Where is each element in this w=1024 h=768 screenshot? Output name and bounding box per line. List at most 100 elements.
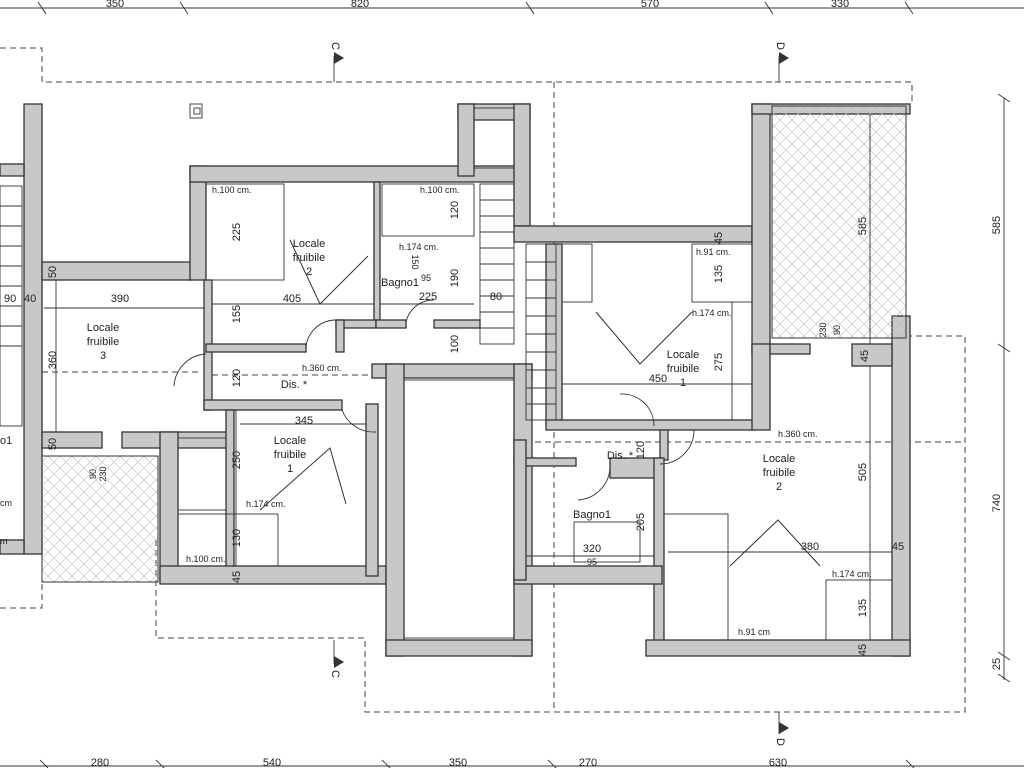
left-edge-fragments: o1 cm m [0,435,12,546]
fixture-150: 150 [410,254,420,269]
dim-230b: 230 [818,322,828,337]
svg-text:2: 2 [306,266,312,278]
dim-50a: 50 [47,266,59,278]
dim-320: 320 [583,543,601,555]
interior-dimension-lines [44,114,892,640]
height-h91-b: h.91 cm [738,627,770,637]
height-h174-c: h.174 cm. [692,308,732,318]
dim-225a: 225 [231,223,243,241]
door-swings [173,299,695,501]
dim-90: 90 [4,293,16,305]
dim-230: 230 [98,466,108,481]
fixture-95-left: 95 [421,273,431,283]
room-locale-fruibile-2-left: Locale fruibile 2 [293,238,325,278]
dim-505: 505 [857,463,869,481]
dim-585v: 585 [857,217,869,235]
height-h174-a: h.174 cm. [399,242,439,252]
height-h360-a: h.360 cm. [302,363,342,373]
height-h360-b: h.360 cm. [778,429,818,439]
right-unit-dimension-labels: 450 275 45 135 585 230 90 45 120 505 205… [583,217,904,656]
dim-top-330: 330 [831,0,849,10]
dim-45b: 45 [713,232,725,244]
left-stairs [0,183,515,427]
dim-top-350: 350 [106,0,124,10]
svg-text:2: 2 [776,481,782,493]
dim-205: 205 [635,513,647,531]
dim-450: 450 [649,373,667,385]
dim-135a: 135 [713,265,725,283]
dim-top-570: 570 [641,0,659,10]
section-marker-c-top: C [329,42,344,82]
dim-50b: 50 [47,438,59,450]
dim-bottom-630: 630 [769,757,787,768]
height-h174-b: h.174 cm. [246,499,286,509]
dim-40: 40 [24,293,36,305]
room-bagno-right: Bagno1 [573,509,611,521]
dim-45c: 45 [859,350,871,362]
dim-120b: 120 [449,201,461,219]
dim-45d: 45 [892,541,904,553]
right-unit-walls [513,103,911,657]
right-dimension-line: 585 740 25 [991,93,1011,683]
dim-45a: 45 [231,571,243,583]
dim-390: 390 [111,293,129,305]
dim-130: 130 [231,529,243,547]
left-unit-dimension-labels: 390 405 225 80 90 40 360 50 50 225 155 1… [4,201,502,583]
bottom-dimension-line: 280 540 350 270 630 [0,757,1024,768]
slope-arrows [259,239,821,567]
svg-text:C: C [329,42,341,50]
edge-fragment-o1: o1 [0,435,12,447]
dim-100: 100 [449,335,461,353]
dim-345: 345 [295,415,313,427]
svg-text:Locale: Locale [87,322,119,334]
svg-text:fruibile: fruibile [667,363,699,375]
height-h174-d: h.174 cm. [832,569,872,579]
dim-right-25: 25 [991,658,1003,670]
room-locale-fruibile-2-right: Locale fruibile 2 [763,453,795,493]
svg-text:D: D [774,42,786,50]
fixture-labels: 95 95 150 [410,254,597,567]
room-locale-fruibile-3: Locale fruibile 3 [87,322,119,362]
right-stairs [525,243,557,421]
dim-bottom-280: 280 [91,757,109,768]
dim-275: 275 [713,353,725,371]
room-locale-fruibile-1-right: Locale fruibile 1 [667,349,699,389]
height-h100-a: h.100 cm. [212,185,252,195]
dim-405: 405 [283,293,301,305]
dim-135b: 135 [857,599,869,617]
dim-right-585: 585 [991,216,1003,234]
section-marker-d-top: D [774,42,789,82]
dim-top-820: 820 [351,0,369,10]
dim-360: 360 [47,351,59,369]
dim-155: 155 [231,305,243,323]
top-dimension-line: 350 820 570 330 [0,0,1024,15]
dim-380: 380 [801,541,819,553]
svg-text:Locale: Locale [667,349,699,361]
room-dis-left: Dis. * [281,379,308,391]
room-bagno-left: Bagno1 [381,277,419,289]
svg-text:D: D [774,738,786,746]
edge-fragment-cm: cm [0,498,12,508]
dim-90b: 90 [832,325,842,335]
svg-text:Locale: Locale [763,453,795,465]
room-dis-right: Dis. * [607,450,634,462]
section-marker-c-bottom: C [329,640,344,678]
svg-text:Locale: Locale [274,435,306,447]
dim-bottom-350: 350 [449,757,467,768]
dim-250: 250 [231,451,243,469]
svg-text:Locale: Locale [293,238,325,250]
dim-190: 190 [449,269,461,287]
dim-bottom-540: 540 [263,757,281,768]
svg-text:1: 1 [287,463,293,475]
left-unit-walls [0,103,533,657]
height-h91-a: h.91 cm. [696,247,731,257]
height-annotations: h.100 cm. h.100 cm. h.174 cm. h.360 cm. … [186,185,872,637]
dim-120a: 120 [231,369,243,387]
svg-text:C: C [329,670,341,678]
dim-120c: 120 [635,441,647,459]
fixture-95-right: 95 [587,557,597,567]
dim-45e: 45 [857,644,869,656]
dim-right-740: 740 [991,494,1003,512]
svg-text:fruibile: fruibile [293,252,325,264]
